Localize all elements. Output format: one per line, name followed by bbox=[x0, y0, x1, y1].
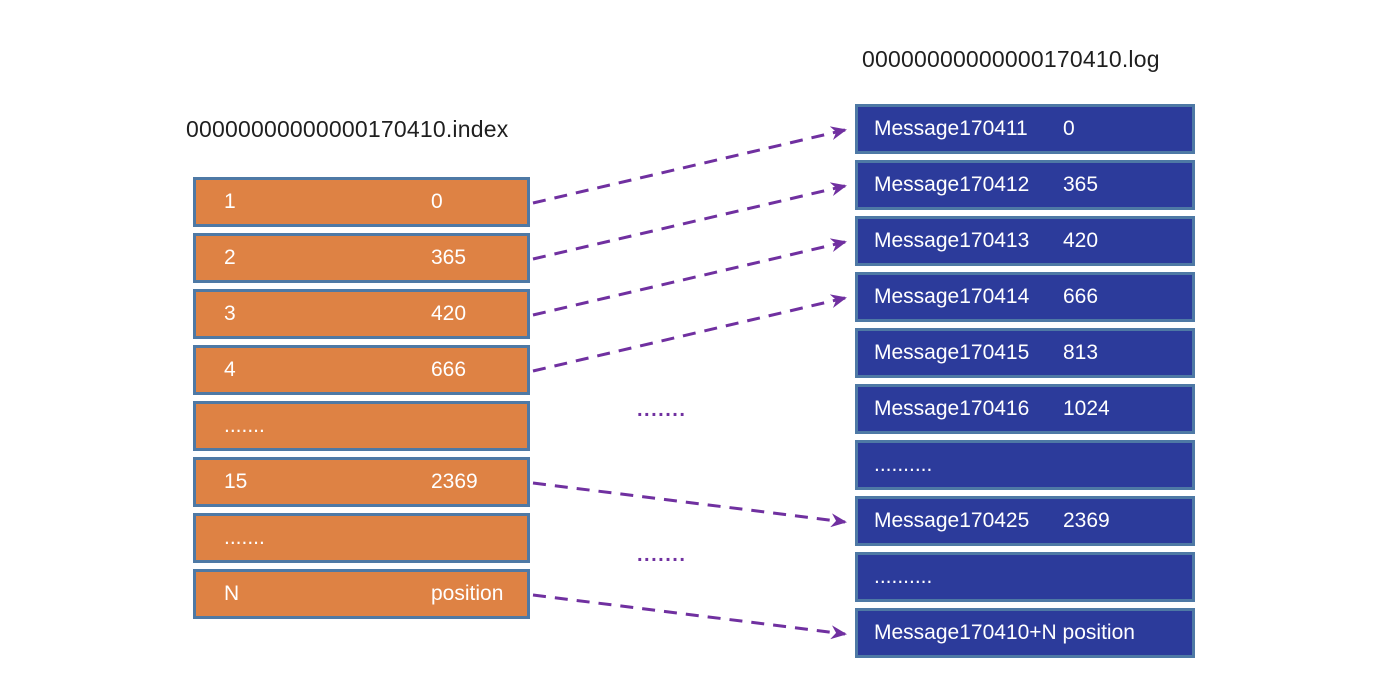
log-row: Message170410+N position bbox=[855, 608, 1195, 658]
index-offset: 3 bbox=[224, 302, 236, 325]
index-to-log-arrow bbox=[532, 126, 847, 205]
index-to-log-arrow bbox=[532, 294, 847, 373]
log-row: Message170414 666 bbox=[855, 272, 1195, 322]
log-row: Message170411 0 bbox=[855, 104, 1195, 154]
index-file-title: 00000000000000170410.index bbox=[186, 116, 509, 142]
log-message: Message170411 bbox=[874, 117, 1028, 140]
log-message: Message170425 bbox=[874, 509, 1030, 532]
index-position: 420 bbox=[431, 302, 467, 325]
log-row: .......... bbox=[855, 552, 1195, 602]
log-row: Message170425 2369 bbox=[855, 496, 1195, 546]
log-file-title: 00000000000000170410.log bbox=[862, 46, 1160, 72]
index-position: 666 bbox=[431, 358, 467, 381]
log-position: 420 bbox=[1063, 229, 1099, 252]
index-row: 3 420 bbox=[193, 289, 530, 339]
index-row: 2 365 bbox=[193, 233, 530, 283]
index-row: ....... bbox=[193, 513, 530, 563]
lower-ellipsis: ....... bbox=[637, 544, 687, 566]
log-row: .......... bbox=[855, 440, 1195, 490]
log-position: 0 bbox=[1063, 117, 1075, 140]
log-position: 666 bbox=[1063, 285, 1099, 308]
log-position: 1024 bbox=[1063, 397, 1110, 420]
index-position: 365 bbox=[431, 246, 467, 269]
index-to-log-arrow bbox=[532, 182, 847, 261]
log-message: Message170414 bbox=[874, 285, 1030, 308]
index-position: 0 bbox=[431, 190, 443, 213]
log-message: Message170416 bbox=[874, 397, 1030, 420]
log-message: Message170413 bbox=[874, 229, 1030, 252]
index-offset: ....... bbox=[224, 526, 265, 549]
index-position: position bbox=[431, 582, 504, 605]
log-message: Message170410+N position bbox=[874, 621, 1135, 644]
index-offset: 2 bbox=[224, 246, 236, 269]
index-to-log-arrow bbox=[532, 238, 847, 317]
log-message: Message170412 bbox=[874, 173, 1030, 196]
index-row: ....... bbox=[193, 401, 530, 451]
index-offset: 4 bbox=[224, 358, 236, 381]
index-row: 4 666 bbox=[193, 345, 530, 395]
log-position: 813 bbox=[1063, 341, 1099, 364]
log-message: .......... bbox=[874, 565, 933, 588]
index-to-log-arrow bbox=[532, 481, 847, 528]
index-offset: 15 bbox=[224, 470, 248, 493]
log-row: Message170412 365 bbox=[855, 160, 1195, 210]
log-position: 2369 bbox=[1063, 509, 1110, 532]
log-position: 365 bbox=[1063, 173, 1099, 196]
index-to-log-arrow bbox=[532, 593, 847, 640]
index-position: 2369 bbox=[431, 470, 478, 493]
log-message: .......... bbox=[874, 453, 933, 476]
log-row: Message170415 813 bbox=[855, 328, 1195, 378]
log-message: Message170415 bbox=[874, 341, 1030, 364]
index-offset: 1 bbox=[224, 190, 236, 213]
index-row: 15 2369 bbox=[193, 457, 530, 507]
log-row: Message170416 1024 bbox=[855, 384, 1195, 434]
log-row: Message170413 420 bbox=[855, 216, 1195, 266]
index-offset: N bbox=[224, 582, 240, 605]
index-offset: ....... bbox=[224, 414, 265, 437]
upper-ellipsis: ....... bbox=[637, 399, 687, 421]
